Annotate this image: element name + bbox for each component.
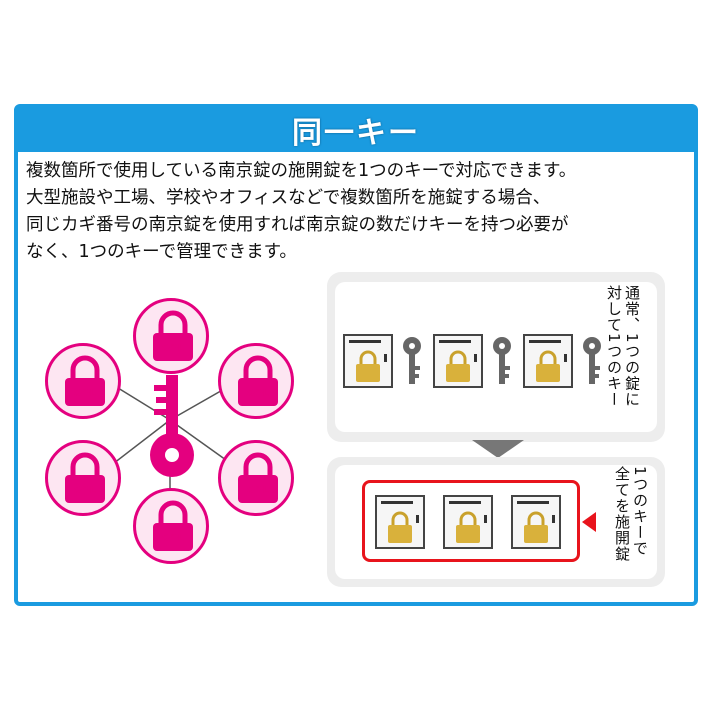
red-pointer-icon xyxy=(582,512,596,532)
gold-padlock-icon xyxy=(524,511,548,543)
lock-label: SOL xyxy=(73,485,97,496)
down-arrow-icon xyxy=(472,440,524,458)
padlock-icon xyxy=(65,452,105,503)
pink-lock-circle: SOL xyxy=(45,440,121,516)
grey-key-icon xyxy=(403,337,421,384)
pink-lock-circle: SOL xyxy=(45,343,121,419)
gold-padlock-icon xyxy=(536,350,560,382)
padlock-icon xyxy=(238,452,278,503)
header-title: 同一キー xyxy=(292,116,420,151)
grey-key-icon xyxy=(583,337,601,384)
gold-padlock-icon xyxy=(456,511,480,543)
gold-padlock-icon xyxy=(388,511,412,543)
description-line: 大型施設や工場、学校やオフィスなどで複数箇所を施錠する場合、 xyxy=(26,188,551,208)
normal-case-panel xyxy=(327,272,665,442)
pink-lock-circle: SOL xyxy=(218,343,294,419)
gold-padlock-icon xyxy=(446,350,470,382)
normal-caption: 通常、1つの錠に 対して1つのキー xyxy=(605,285,641,408)
description: 複数箇所で使用している南京錠の施開錠を1つのキーで対応できます。 大型施設や工場… xyxy=(26,158,690,266)
pink-lock-circle: SOL xyxy=(218,440,294,516)
lock-label: SOL xyxy=(161,343,185,354)
lockbox xyxy=(343,334,393,388)
grey-key-icon xyxy=(493,337,511,384)
lock-label: SOL xyxy=(246,388,270,399)
description-line: なく、1つのキーで管理できます。 xyxy=(26,242,297,262)
padlock-icon xyxy=(238,355,278,406)
same-key-caption: 1つのキーで 全てを施開錠 xyxy=(613,466,649,562)
padlock-icon xyxy=(153,310,193,361)
gold-padlock-icon xyxy=(356,350,380,382)
padlock-icon xyxy=(65,355,105,406)
description-line: 同じカギ番号の南京錠を使用すれば南京錠の数だけキーを持つ必要が xyxy=(26,215,569,235)
padlock-icon xyxy=(153,500,193,551)
pink-lock-circle: SOL xyxy=(133,298,209,374)
lock-label: SOL xyxy=(161,533,185,544)
pink-lock-circle: SOL xyxy=(133,488,209,564)
header-bar: 同一キー xyxy=(18,108,694,152)
description-line: 複数箇所で使用している南京錠の施開錠を1つのキーで対応できます。 xyxy=(26,161,577,181)
lock-label: SOL xyxy=(73,388,97,399)
lock-label: SOL xyxy=(246,485,270,496)
pink-key-icon xyxy=(150,375,194,477)
